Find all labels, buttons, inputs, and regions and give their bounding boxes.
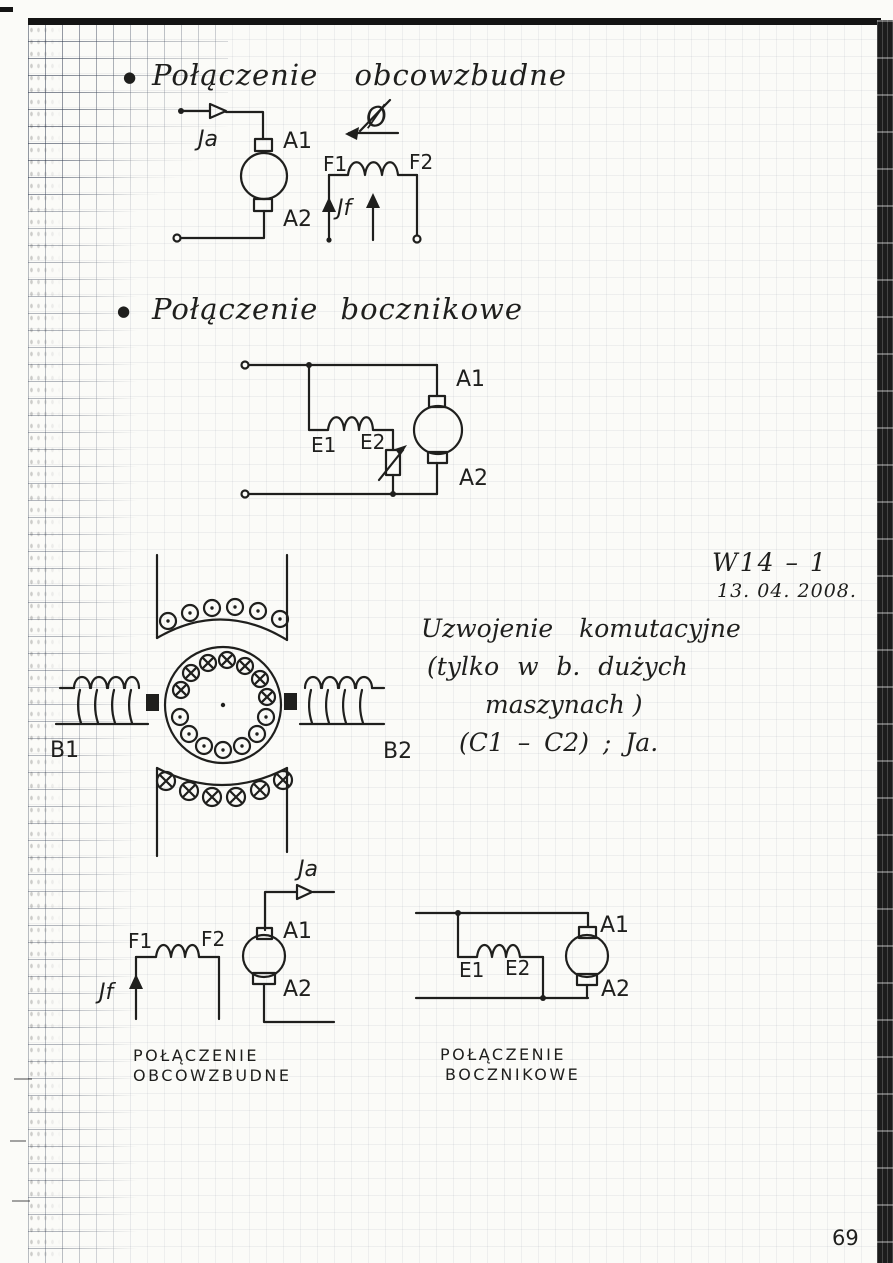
coil-b2 xyxy=(298,675,386,726)
label-a2: A2 xyxy=(601,977,630,1002)
label-b1: B1 xyxy=(50,738,79,763)
label-e1: E1 xyxy=(459,958,484,982)
note-line-1: Uzwojenie komutacyjne xyxy=(421,614,741,643)
rheostat-arrow xyxy=(377,448,405,482)
caption-line-2: BOCZNIKOWE xyxy=(445,1065,581,1084)
course-code: W14 – 1 xyxy=(712,548,828,577)
scan-corner-dash xyxy=(0,7,13,12)
separately-excited-summary-diagram: Ja A1 A2 F1 F2 Jf xyxy=(95,857,336,1024)
label-f1: F1 xyxy=(128,929,152,953)
field-current-arrowhead xyxy=(322,197,336,212)
phi-slash xyxy=(358,98,392,133)
armature xyxy=(163,645,283,765)
coil-b1 xyxy=(54,675,150,726)
section-title-shunt: Połączenie bocznikowe xyxy=(152,292,524,326)
page-number: 69 xyxy=(832,1226,859,1250)
caption-line-2: OBCOWZBUDNE xyxy=(133,1066,292,1085)
voltage-arrowhead xyxy=(366,193,380,208)
brush-left xyxy=(146,694,159,711)
label-b2: B2 xyxy=(383,739,412,764)
phi-flux-symbol: Ø xyxy=(362,100,391,135)
label-a1: A1 xyxy=(600,913,629,938)
caption-line-1: POŁĄCZENIE xyxy=(440,1045,566,1064)
scan-noise-tick xyxy=(12,1200,30,1202)
field-current-arrowhead xyxy=(129,974,143,989)
note-line-2: (tylko w b. dużych xyxy=(427,652,688,681)
label-e1: E1 xyxy=(311,433,336,457)
caption-separately-excited: POŁĄCZENIE OBCOWZBUDNE xyxy=(133,1046,291,1086)
label-a1: A1 xyxy=(456,367,485,392)
label-a2: A2 xyxy=(283,977,312,1002)
note-line-3: maszynach ) xyxy=(485,690,643,719)
label-armature-current: Ja xyxy=(294,857,318,882)
lecture-date: 13. 04. 2008. xyxy=(717,580,857,602)
label-f1: F1 xyxy=(323,152,347,176)
label-armature-current: Ja xyxy=(194,127,218,152)
scan-noise-tick xyxy=(10,1140,26,1142)
label-field-current: Jf xyxy=(95,980,116,1005)
brush-right xyxy=(284,693,297,710)
section-title-separately-excited: Połączenie obcowzbudne xyxy=(152,58,567,92)
shunt-circuit-diagram: A1 A2 E1 E2 xyxy=(240,360,488,499)
caption-shunt: POŁĄCZENIE BOCZNIKOWE xyxy=(440,1045,580,1085)
label-a1: A1 xyxy=(283,919,312,944)
label-a2: A2 xyxy=(459,466,488,491)
label-f2: F2 xyxy=(409,150,433,174)
label-f2: F2 xyxy=(201,927,225,951)
flux-arrowhead xyxy=(345,127,359,140)
bullet-icon: ● xyxy=(123,68,137,86)
scan-top-border xyxy=(28,18,881,25)
field-coil xyxy=(327,161,419,177)
label-a2: A2 xyxy=(283,207,312,232)
machine-cross-section-diagram: B1 B2 xyxy=(50,553,412,858)
caption-line-1: POŁĄCZENIE xyxy=(133,1046,259,1065)
bullet-icon: ● xyxy=(117,302,131,320)
label-e2: E2 xyxy=(505,956,530,980)
scan-right-edge-band xyxy=(877,20,893,1263)
label-a1: A1 xyxy=(283,129,312,154)
scan-noise-tick xyxy=(14,1078,32,1080)
note-line-4: (C1 – C2) ; Ja. xyxy=(459,728,659,757)
label-e2: E2 xyxy=(360,430,385,454)
commutation-note: Uzwojenie komutacyjne (tylko w b. dużych… xyxy=(421,610,741,762)
separately-excited-circuit-diagram: Ja A1 A2 Ø F1 F2 Jf xyxy=(172,98,433,244)
shunt-summary-diagram: A1 A2 E1 E2 xyxy=(414,910,630,1002)
label-field-current: Jf xyxy=(333,196,354,221)
